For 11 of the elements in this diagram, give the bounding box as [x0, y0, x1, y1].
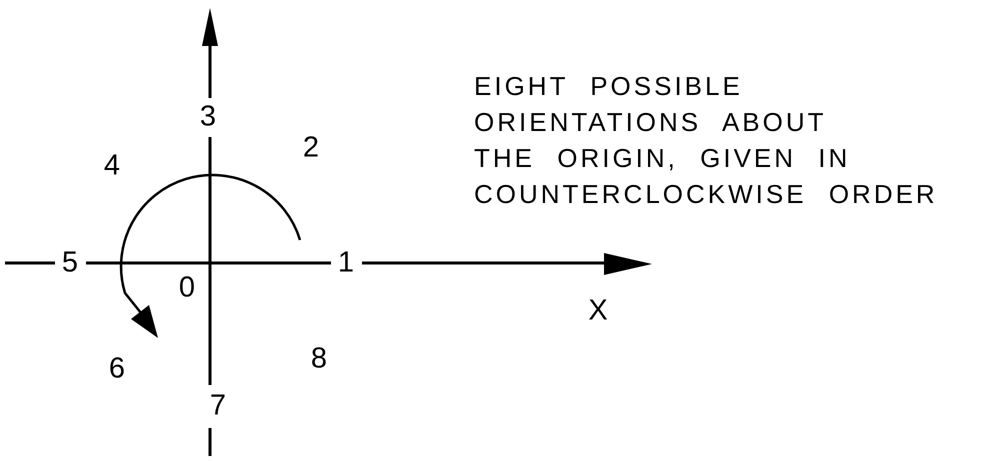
- note-text: EIGHT POSSIBLE ORIENTATIONS ABOUT THE ORIGIN, GIVEN IN COUNTERCLOCKWISE ORDER: [474, 70, 938, 211]
- axis-label: X: [588, 296, 608, 326]
- axis-number: 7: [210, 392, 226, 420]
- axis-number: 3: [200, 102, 216, 132]
- origin-label: 0: [178, 274, 196, 302]
- axis-number: 2: [302, 134, 320, 162]
- axis-number: 4: [104, 152, 120, 180]
- axis-number: 6: [108, 354, 126, 384]
- axis-number: 8: [310, 344, 328, 374]
- axis-number: 1: [338, 248, 354, 278]
- axis-number: 5: [62, 248, 78, 278]
